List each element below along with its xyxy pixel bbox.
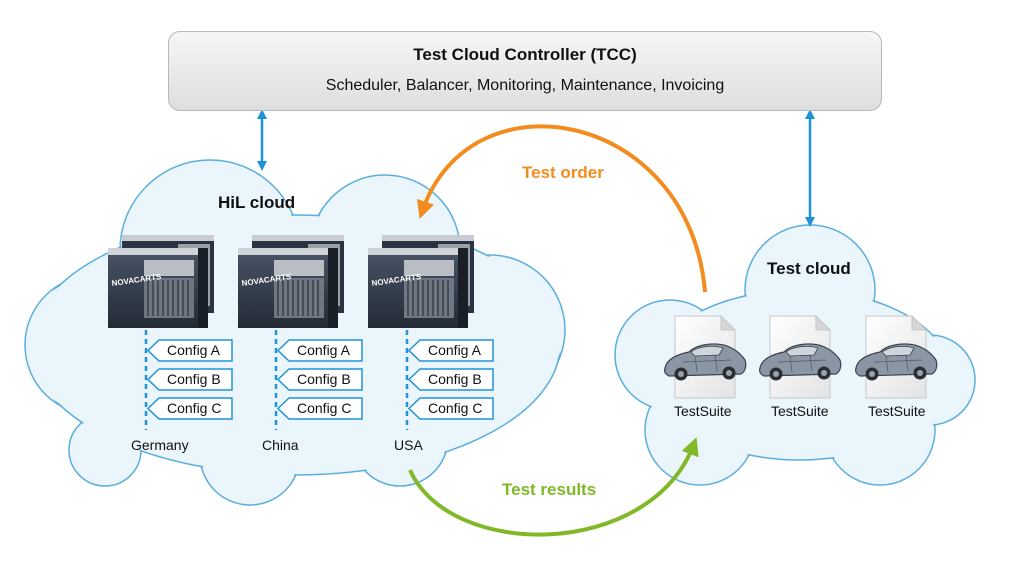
server-usa: NOVACARTS [368,235,474,328]
testsuite-label: TestSuite [771,403,829,419]
config-tag: Config B [147,368,233,391]
config-tag: Config C [147,397,233,420]
server-china: NOVACARTS [238,235,344,328]
test-results-label: Test results [502,480,597,499]
tcc-services: Scheduler, Balancer, Monitoring, Mainten… [325,77,725,94]
tcc-panel: Test Cloud Controller (TCC) Scheduler, B… [168,31,882,111]
test-order-label: Test order [522,163,604,182]
testsuite-label: TestSuite [674,403,732,419]
config-tag: Config A [408,339,494,362]
testsuite-file-icon [664,314,747,399]
config-label: Config A [167,342,220,358]
car-icon [855,343,938,381]
testsuite-label: TestSuite [868,403,926,419]
config-label: Config C [428,400,483,416]
config-tag: Config C [408,397,494,420]
config-label: Config A [428,342,481,358]
tcc-title: Test Cloud Controller (TCC) [413,45,637,64]
config-label: Config B [428,371,482,387]
config-label: Config B [297,371,351,387]
location-china: China [262,437,299,453]
config-label: Config C [167,400,222,416]
location-usa: USA [394,437,423,453]
config-tag: Config C [277,397,363,420]
testsuite-file-icon [759,314,842,399]
config-label: Config B [167,371,221,387]
location-germany: Germany [131,437,189,453]
testsuite-file-icon [855,314,938,399]
config-tag: Config A [147,339,233,362]
car-icon [664,343,747,381]
config-label: Config C [297,400,352,416]
config-tag: Config A [277,339,363,362]
test-results-arrow [408,437,699,537]
config-label: Config A [297,342,350,358]
test-cloud-title: Test cloud [767,259,851,278]
car-icon [759,343,842,381]
test-order-arrow [416,124,707,293]
hil-cloud-title: HiL cloud [218,193,296,212]
config-tag: Config B [408,368,494,391]
server-germany: NOVACARTS [108,235,214,328]
config-tag: Config B [277,368,363,391]
